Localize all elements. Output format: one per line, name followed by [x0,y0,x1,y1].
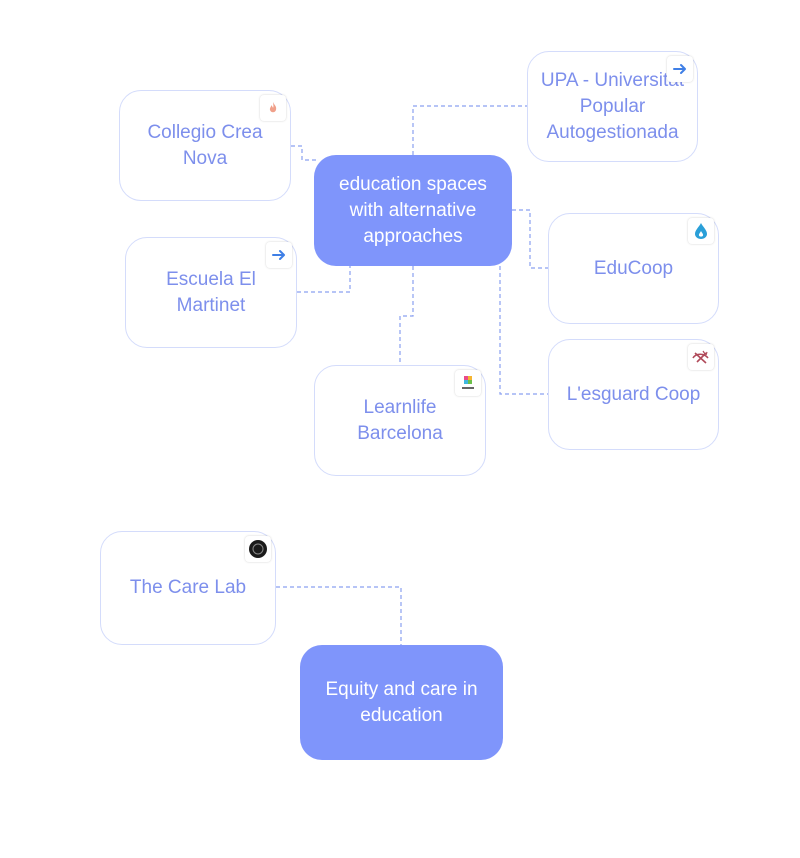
node-educoop-label: EduCoop [593,257,674,279]
node-upa-label: UPA - Universitat Popular Autogestionada [540,69,685,143]
arrow-right-icon [667,56,693,82]
node-lesguard-label: L'esguard Coop [566,383,701,405]
connector-upa [412,105,527,155]
hub-equity-care-label: Equity and care in education [325,678,478,726]
hub-education-spaces[interactable]: education spaces with alternative approa… [314,155,512,266]
node-collegio-label: Collegio Crea Nova [147,121,263,169]
node-collegio-crea-nova[interactable]: Collegio Crea Nova [119,90,291,201]
node-learnlife-label: Learnlife Barcelona [357,396,443,444]
arrow-right-icon [266,242,292,268]
connector-lesguard [499,266,548,395]
node-the-care-lab[interactable]: The Care Lab [100,531,276,645]
node-escuela-el-martinet[interactable]: Escuela El Martinet [125,237,297,348]
connector-escuela [297,266,351,293]
connector-collegio [291,145,318,161]
node-educoop[interactable]: EduCoop [548,213,719,324]
hub-education-spaces-label: education spaces with alternative approa… [339,173,487,247]
flame-logo-icon [260,95,286,121]
node-carelab-label: The Care Lab [129,577,247,598]
node-escuela-label: Escuela El Martinet [166,268,256,316]
connector-educoop [512,209,548,269]
circle-logo-icon [245,536,271,562]
connector-carelab [276,586,402,645]
eye-logo-icon [688,344,714,370]
learnlife-logo-icon [455,370,481,396]
node-upa[interactable]: UPA - Universitat Popular Autogestionada [527,51,698,162]
drop-logo-icon [688,218,714,244]
connector-learnlife [399,266,414,365]
node-lesguard-coop[interactable]: L'esguard Coop [548,339,719,450]
node-learnlife-barcelona[interactable]: Learnlife Barcelona [314,365,486,476]
hub-equity-and-care[interactable]: Equity and care in education [300,645,503,760]
